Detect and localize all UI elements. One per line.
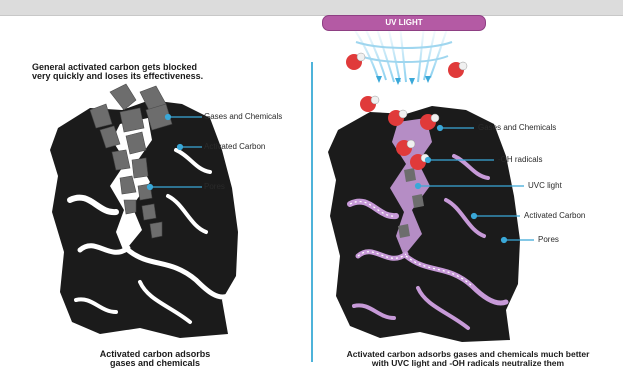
right-caption: Activated carbon adsorbs gases and chemi… [318, 350, 618, 368]
leader-dot [166, 115, 171, 120]
uv-light-label: UV LIGHT [323, 16, 485, 30]
left-caption-line2: gases and chemicals [40, 359, 270, 368]
left-label-gases: Gases and Chemicals [204, 112, 282, 121]
leader-dot [148, 185, 153, 190]
leader-dot [438, 126, 443, 131]
left-caption: Activated carbon adsorbs gases and chemi… [40, 350, 270, 369]
gas-block [398, 224, 410, 238]
uv-ray [430, 26, 448, 78]
right-label-radicals: -OH radicals [498, 155, 542, 164]
gas-block [120, 108, 144, 132]
right-carbon-block [328, 106, 520, 342]
uv-ray [400, 26, 406, 82]
leader-dot [416, 184, 421, 189]
gas-block [132, 158, 148, 178]
right-caption-line2: with UVC light and -OH radicals neutrali… [318, 359, 618, 368]
uv-arc [356, 42, 452, 48]
gas-block [142, 204, 156, 220]
leader-dot [426, 158, 431, 163]
uv-ray [352, 26, 378, 78]
gas-block [150, 222, 162, 238]
uv-ray [424, 26, 436, 80]
leader-dot [472, 214, 477, 219]
uv-ray [388, 26, 400, 82]
uv-rays [352, 26, 452, 82]
gas-block [126, 132, 146, 154]
uv-light-banner: UV LIGHT [322, 15, 486, 31]
uv-arrowhead [425, 76, 431, 83]
uv-arrowhead [409, 78, 415, 85]
right-label-uvc: UVC light [528, 181, 562, 190]
gas-block [124, 200, 136, 214]
right-label-pores: Pores [538, 235, 559, 244]
gas-block [412, 194, 424, 208]
leader-dot [502, 238, 507, 243]
gas-block [404, 168, 416, 182]
left-label-pores: Pores [204, 182, 225, 191]
oh-radical [360, 96, 379, 112]
right-label-gases: Gases and Chemicals [478, 123, 556, 132]
left-label-carbon: Activated Carbon [204, 142, 265, 151]
uv-arrowhead [376, 76, 382, 83]
oh-radical [346, 53, 365, 70]
leader-dot [178, 145, 183, 150]
uv-ray [418, 26, 424, 82]
right-label-carbon: Activated Carbon [524, 211, 585, 220]
oh-radical [448, 62, 467, 78]
gas-block [110, 84, 136, 110]
